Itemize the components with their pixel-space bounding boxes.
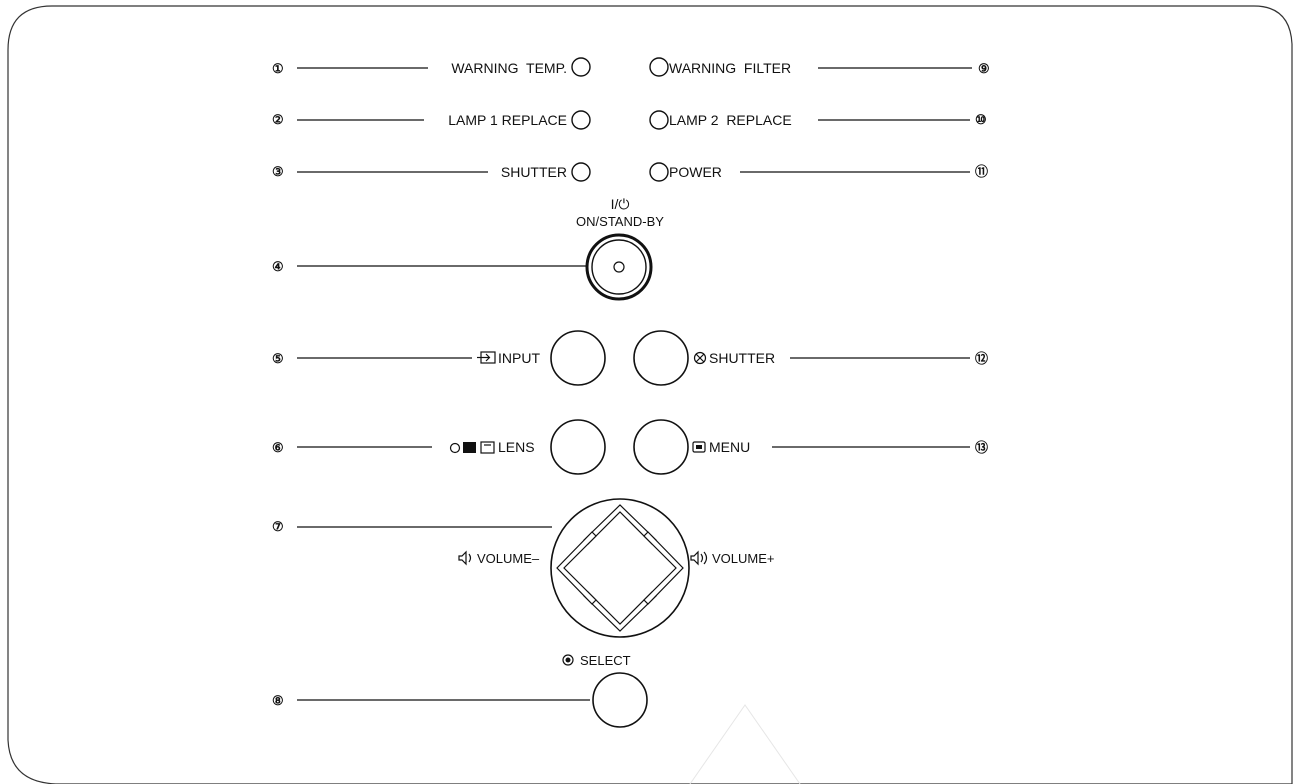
lens-button[interactable] <box>550 419 606 475</box>
callout-6: ⑥ <box>272 440 284 455</box>
label-lamp2-replace: LAMP 2 REPLACE <box>669 112 792 128</box>
select-icon <box>562 654 574 666</box>
label-shutter-button: SHUTTER <box>709 350 775 366</box>
input-icon <box>477 351 496 364</box>
label-on-standby: ON/STAND-BY <box>576 214 664 229</box>
callout-11: ⑪ <box>975 164 988 179</box>
volume-up-icon <box>690 550 708 566</box>
zoom-icon <box>463 442 476 453</box>
callout-2: ② <box>272 112 284 127</box>
led-warning-temp <box>571 57 591 77</box>
callout-8: ⑧ <box>272 693 284 708</box>
callout-9: ⑨ <box>978 61 990 76</box>
callout-5: ⑤ <box>272 351 284 366</box>
panel-frame <box>7 5 1293 784</box>
menu-icon <box>692 441 706 453</box>
label-lens: LENS <box>498 439 535 455</box>
input-button[interactable] <box>550 330 606 386</box>
menu-button[interactable] <box>633 419 689 475</box>
label-volume-minus: VOLUME– <box>477 551 540 566</box>
label-menu: MENU <box>709 439 750 455</box>
led-shutter <box>571 162 591 182</box>
direction-pad[interactable] <box>550 498 690 638</box>
callout-10: ⑩ <box>975 112 987 127</box>
label-select: SELECT <box>580 653 631 668</box>
lens-icons <box>449 441 495 454</box>
focus-icon <box>449 442 461 454</box>
led-lamp1-replace <box>571 110 591 130</box>
arrow-left-button[interactable] <box>556 531 597 605</box>
lens-shift-icon <box>480 441 495 454</box>
select-button[interactable] <box>592 672 648 728</box>
led-lamp2-replace <box>649 110 669 130</box>
label-warning-filter: WARNING FILTER <box>669 60 791 76</box>
label-on-standby-symbol: I/⏻ <box>611 196 630 212</box>
callout-13: ⑬ <box>975 440 988 455</box>
label-shutter-indicator: SHUTTER <box>501 164 567 180</box>
shutter-icon <box>693 351 707 365</box>
led-warning-filter <box>649 57 669 77</box>
callout-12: ⑫ <box>975 351 988 366</box>
shutter-button[interactable] <box>633 330 689 386</box>
callout-4: ④ <box>272 259 284 274</box>
callout-1: ① <box>272 61 284 76</box>
label-input: INPUT <box>498 350 540 366</box>
watermark <box>689 704 801 784</box>
callout-7: ⑦ <box>272 519 284 534</box>
on-standby-button[interactable] <box>585 233 653 301</box>
label-volume-plus: VOLUME+ <box>712 551 775 566</box>
label-lamp1-replace: LAMP 1 REPLACE <box>448 112 567 128</box>
arrow-right-button[interactable] <box>643 531 684 605</box>
label-power: POWER <box>669 164 722 180</box>
callout-3: ③ <box>272 164 284 179</box>
label-warning-temp: WARNING TEMP. <box>451 60 567 76</box>
led-power <box>649 162 669 182</box>
volume-down-icon <box>458 550 472 566</box>
